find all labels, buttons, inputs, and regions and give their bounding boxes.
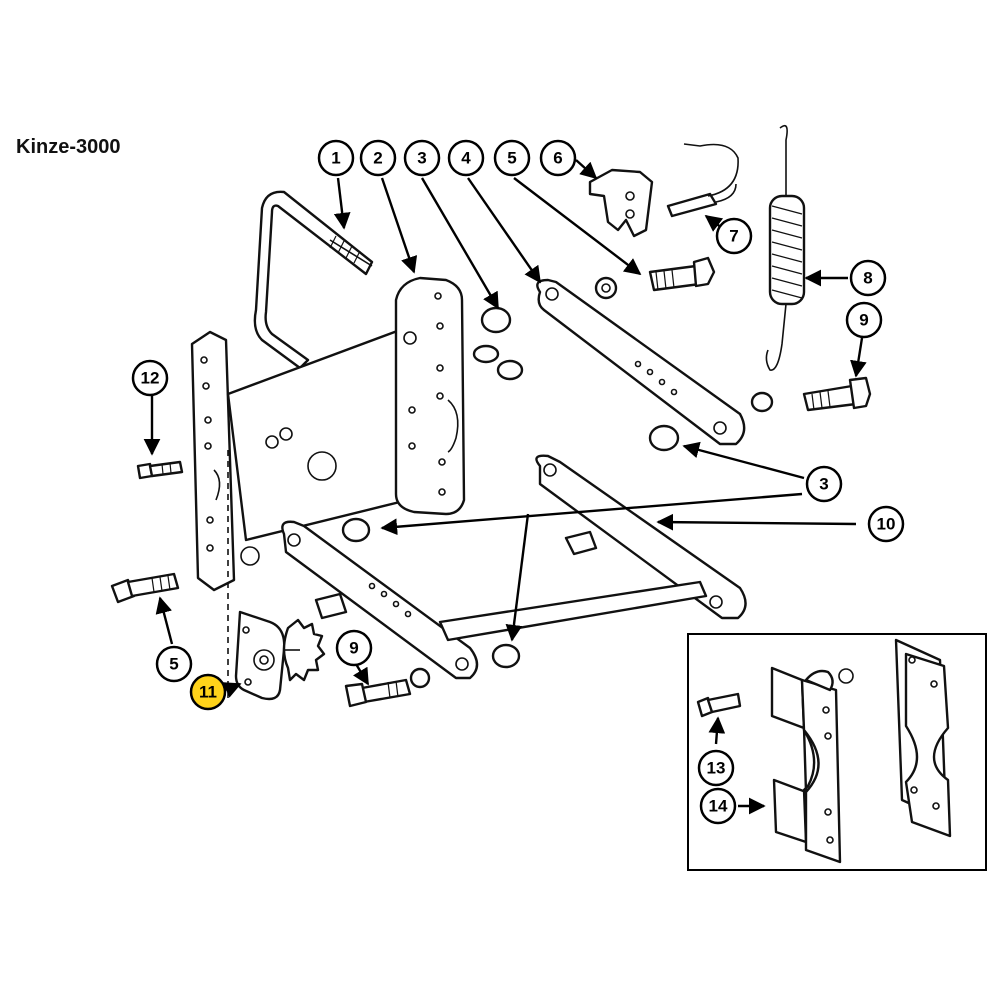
- callout-label: 9: [349, 639, 358, 658]
- bolt-part: [594, 256, 716, 300]
- inset-detail: [687, 633, 987, 871]
- callout-7: 7: [715, 217, 753, 255]
- callout-label: 5: [169, 655, 178, 674]
- callout-5: 5: [493, 139, 531, 177]
- spring-part: [765, 124, 806, 371]
- callout-label: 3: [417, 149, 426, 168]
- pin-part: [666, 143, 739, 218]
- callout-14: 14: [699, 787, 737, 825]
- sprocket-part: [234, 610, 326, 701]
- callout-6: 6: [539, 139, 577, 177]
- callout-11-highlighted: 11: [189, 673, 227, 711]
- callout-label: 10: [877, 515, 896, 534]
- callout-12: 12: [131, 359, 169, 397]
- callout-1: 1: [317, 139, 355, 177]
- callout-label: 4: [461, 149, 471, 168]
- leader-lines: [143, 159, 867, 815]
- callout-label: 7: [729, 227, 738, 246]
- callout-9: 9: [845, 301, 883, 339]
- callout-label: 8: [863, 269, 872, 288]
- callout-13: 13: [697, 749, 735, 787]
- bolt-part: [136, 460, 184, 480]
- diagram-title: Kinze-3000: [16, 136, 121, 158]
- callout-9: 9: [335, 629, 373, 667]
- callout-label: 12: [141, 369, 160, 388]
- callout-label: 5: [507, 149, 516, 168]
- callout-label: 1: [331, 149, 340, 168]
- u-bolt-part: [253, 190, 374, 370]
- callout-10: 10: [867, 505, 905, 543]
- callout-label: 3: [819, 475, 828, 494]
- callout-label: 9: [859, 311, 868, 330]
- callout-2: 2: [359, 139, 397, 177]
- callout-4: 4: [447, 139, 485, 177]
- callout-label: 6: [553, 149, 562, 168]
- callout-8: 8: [849, 259, 887, 297]
- callout-label: 14: [709, 797, 728, 816]
- callout-label: 11: [199, 683, 217, 702]
- upper-link-part: [536, 278, 746, 446]
- callout-label: 2: [373, 149, 382, 168]
- bolt-part: [110, 572, 180, 604]
- callout-3: 3: [805, 465, 843, 503]
- callout-label: 13: [707, 759, 726, 778]
- bushing-part: [341, 306, 680, 669]
- callout-3: 3: [403, 139, 441, 177]
- callout-5: 5: [155, 645, 193, 683]
- clevis-part: [588, 168, 654, 238]
- mounting-bracket-part: [190, 276, 466, 700]
